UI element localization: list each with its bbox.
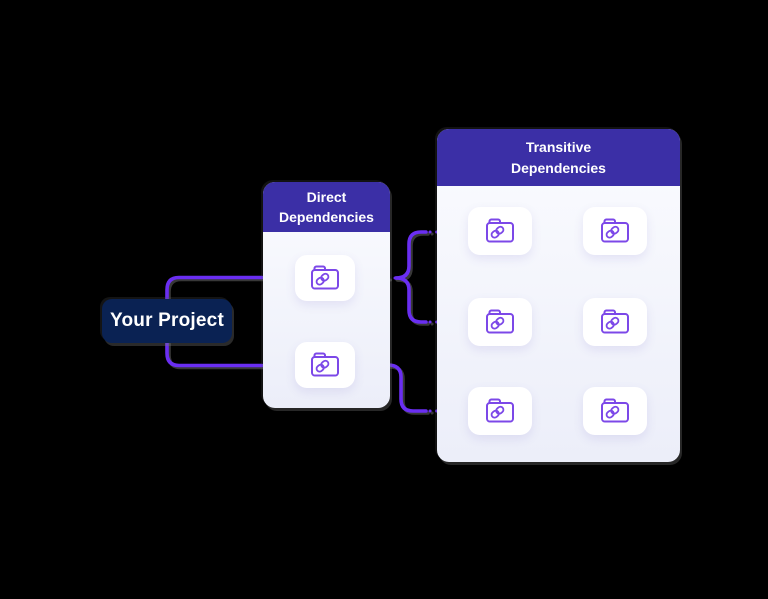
folder-link-icon: [308, 264, 342, 292]
folder-link-icon: [598, 308, 632, 336]
folder-link-icon: [483, 217, 517, 245]
transitive-dependency-node: [583, 298, 647, 346]
transitive-dependency-node: [468, 207, 532, 255]
edge-project-to-direct-2: [165, 340, 264, 368]
edge-direct-1-branch-up: [394, 230, 428, 280]
folder-link-icon: [308, 351, 342, 379]
direct-dependency-node: [295, 255, 355, 301]
folder-link-icon: [483, 308, 517, 336]
direct-dependencies-title: Direct Dependencies: [279, 188, 374, 225]
your-project-box: Your Project: [102, 299, 232, 343]
transitive-dependency-node: [468, 387, 532, 435]
transitive-dependency-node: [583, 207, 647, 255]
direct-dependencies-header: Direct Dependencies: [263, 182, 390, 232]
transitive-dependencies-title: Transitive Dependencies: [511, 139, 606, 176]
folder-link-icon: [598, 397, 632, 425]
transitive-dependency-node: [583, 387, 647, 435]
edge-direct-1-branch-down: [394, 276, 428, 324]
transitive-dependency-node: [468, 298, 532, 346]
folder-link-icon: [483, 397, 517, 425]
your-project-label: Your Project: [110, 310, 224, 331]
edge-project-to-direct-1: [165, 275, 264, 302]
edge-direct-2-elbow: [386, 363, 428, 413]
transitive-dependencies-header: Transitive Dependencies: [437, 129, 680, 186]
folder-link-icon: [598, 217, 632, 245]
direct-dependency-node: [295, 342, 355, 388]
